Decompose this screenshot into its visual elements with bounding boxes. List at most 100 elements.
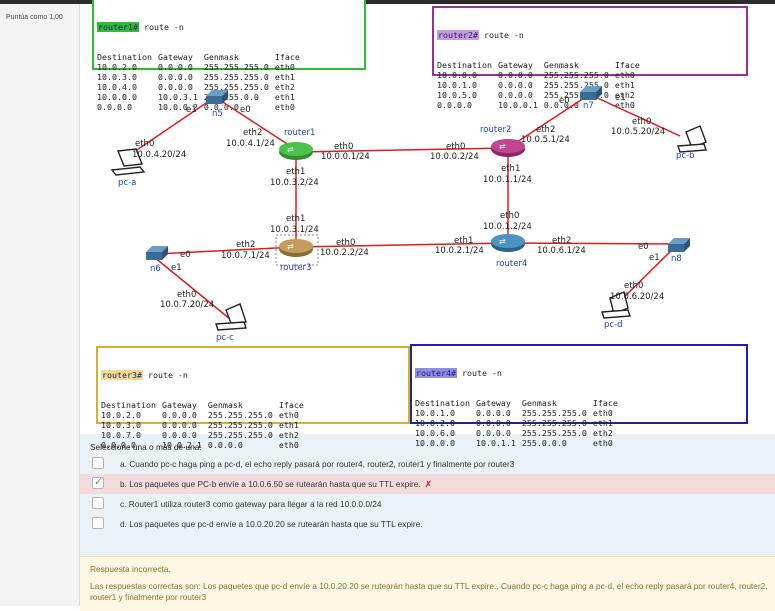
laptop-icon — [685, 125, 707, 149]
table-cell: eth1 — [278, 420, 299, 430]
r1-eth2-label: eth2 — [243, 128, 262, 138]
option-d[interactable]: d. Los paquetes que pc-d envíe a 10.0.20… — [80, 514, 775, 534]
n6-switch[interactable] — [146, 246, 168, 260]
table-header-cell: Genmask — [543, 60, 579, 70]
table-cell: eth0 — [278, 410, 299, 420]
option-a-checkbox[interactable] — [92, 457, 104, 469]
n7-e1-label: e1 — [615, 93, 626, 103]
option-b[interactable]: ✓ b. Los paquetes que PC-b envíe a 10.0.… — [80, 474, 775, 494]
table-cell: 10.0.0.2 — [157, 102, 198, 112]
table-cell: 255.255.255.0 — [203, 82, 269, 92]
table-header-cell: Destination — [97, 52, 152, 62]
table-header-cell: Gateway — [475, 398, 511, 408]
table-header-row: Destination Gateway Genmask Iface — [437, 60, 646, 70]
table-header-cell: Genmask — [203, 52, 239, 62]
link-router2-n7 — [507, 95, 588, 149]
table-header-cell: Iface — [278, 400, 304, 410]
feedback-correct-answers: Las respuestas correctas son: Los paquet… — [90, 581, 768, 602]
pcb-eth0-label: eth0 — [632, 117, 651, 127]
table-header-cell: Iface — [614, 60, 640, 70]
link-router3-n6 — [155, 246, 297, 255]
question-prompt: Seleccione una o más de una: — [90, 442, 202, 452]
table-header-cell: Genmask — [207, 400, 243, 410]
n5-switch[interactable] — [206, 90, 228, 104]
table-cell: 0.0.0.0 — [157, 72, 193, 82]
n7-switch[interactable] — [580, 86, 602, 100]
table-cell: 0.0.0.0 — [207, 440, 243, 450]
n8-switch[interactable] — [668, 238, 690, 252]
option-a[interactable]: a. Cuando pc-c haga ping a pc-d, el echo… — [80, 454, 775, 474]
pcd-label: pc-d — [604, 320, 623, 330]
link-n5-pca — [127, 98, 213, 157]
router3-command: route -n — [142, 370, 188, 380]
n7-label: n7 — [583, 101, 594, 111]
router2-route-command: router2# route -n — [437, 30, 743, 40]
pca-laptop[interactable] — [110, 148, 146, 176]
table-cell: eth0 — [592, 408, 613, 418]
pcb-label: pc-b — [676, 151, 695, 161]
n7-e0-label: e0 — [559, 96, 570, 106]
pcc-ip-label: 10.0.7.20/24 — [160, 300, 214, 310]
pcb-ip-label: 10.0.5.20/24 — [611, 127, 665, 137]
option-c-checkbox[interactable] — [92, 497, 104, 509]
table-cell: 10.0.2.0 — [415, 418, 455, 428]
router1-node[interactable]: ⇄ — [279, 142, 313, 160]
svg-text:⇄: ⇄ — [499, 142, 506, 151]
table-cell: 10.0.4.0 — [97, 82, 137, 92]
table-header-cell: Gateway — [497, 60, 533, 70]
router3-node[interactable]: ⇄ — [279, 239, 313, 257]
table-header-cell: Destination — [437, 60, 492, 70]
pcd-laptop[interactable] — [601, 291, 631, 319]
grade-text: Puntúa como 1,00 — [6, 14, 63, 21]
table-cell: 255.255.255.0 — [521, 408, 587, 418]
r4-eth0-label: eth0 — [500, 211, 519, 221]
pca-eth0-label: eth0 — [135, 139, 154, 149]
r3-eth1-label: eth1 — [286, 214, 305, 224]
router4-command: route -n — [456, 368, 502, 378]
switch-icon — [580, 86, 602, 92]
n8-label: n8 — [671, 254, 682, 264]
table-cell: 10.0.1.0 — [437, 80, 477, 90]
table-header-cell: Genmask — [521, 398, 557, 408]
r3-eth2-label: eth2 — [236, 240, 255, 250]
r4-eth2-ip-label: 10.0.6.1/24 — [537, 246, 586, 256]
link-n7-pcb — [592, 95, 681, 137]
n6-e1-label: e1 — [171, 263, 182, 273]
table-cell: eth2 — [278, 430, 299, 440]
pcb-laptop[interactable] — [677, 125, 707, 153]
option-b-checkbox[interactable]: ✓ — [92, 476, 104, 489]
incorrect-x-icon: ✗ — [424, 479, 432, 489]
option-d-checkbox[interactable] — [92, 517, 104, 529]
table-header-cell: Destination — [101, 400, 156, 410]
r2-eth2-ip-label: 10.0.5.1/24 — [521, 135, 570, 145]
router2-route-table: router2# route -n Destination Gateway Genm… — [432, 6, 748, 110]
top-bar — [0, 0, 775, 4]
question-info-sidebar: Puntúa como 1,00 — [0, 4, 80, 606]
switch-icon — [668, 238, 690, 244]
r4-eth1-ip-label: 10.0.2.1/24 — [435, 246, 484, 256]
router2-node[interactable]: ⇄ — [491, 139, 525, 157]
table-cell: 10.0.2.1 — [161, 440, 202, 450]
table-cell: 10.0.7.0 — [101, 430, 141, 440]
link-n6-pcc — [153, 256, 231, 320]
router4-node[interactable]: ⇄ — [491, 234, 525, 252]
table-header-cell: Gateway — [157, 52, 193, 62]
router3-selection-box — [275, 234, 319, 266]
table-cell: 255.255.255.0 — [521, 428, 587, 438]
table-cell: 0.0.0.0 — [97, 102, 132, 112]
pcc-laptop[interactable] — [215, 303, 247, 331]
option-c[interactable]: c. Router1 utiliza router3 como gateway … — [80, 494, 775, 514]
router1-command: route -n — [138, 22, 184, 32]
table-cell: 255.255.255.0 — [207, 430, 273, 440]
n5-e1-label: e1 — [186, 105, 197, 115]
